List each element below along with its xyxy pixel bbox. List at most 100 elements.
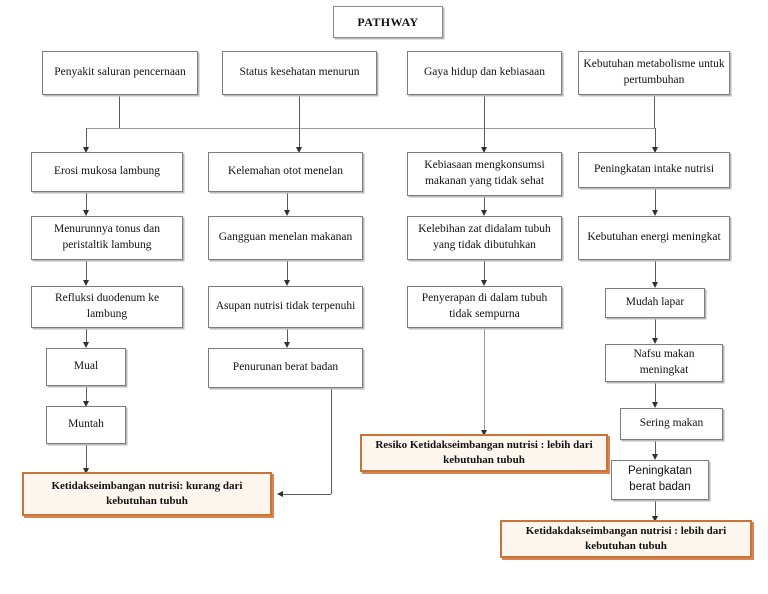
- arrow-c2-4: [283, 342, 290, 348]
- cause-box-penyakit-saluran-pencernaan: Penyakit saluran pencernaan: [42, 51, 198, 95]
- arrow-to-col3: [480, 147, 487, 153]
- connector-cause1-stub: [119, 95, 120, 128]
- node-gangguan-menelan-makanan: Gangguan menelan makanan: [208, 216, 363, 260]
- node-label: Kebiasaan mengkonsumsi makanan yang tida…: [424, 159, 545, 187]
- connector-c3-2-to-c3-3: [484, 260, 485, 282]
- connector-c2-1-to-c2-2: [287, 192, 288, 212]
- diagnosis-label: Resiko Ketidakseimbangan nutrisi : lebih…: [375, 439, 593, 466]
- diagram-title-box: PATHWAY: [333, 6, 443, 38]
- connector-c4-2-to-c4-3: [655, 260, 656, 284]
- node-label: Menurunnya tonus dan peristaltik lambung: [53, 223, 161, 251]
- arrow-to-col1: [82, 147, 89, 153]
- node-nafsu-makan-meningkat: Nafsu makan meningkat: [605, 344, 723, 382]
- node-label: Asupan nutrisi tidak terpenuhi: [215, 300, 356, 313]
- arrow-to-col4: [651, 147, 658, 153]
- node-label: Erosi mukosa lambung: [53, 165, 161, 178]
- arrow-diag1-left: [277, 490, 283, 497]
- node-refluksi-duodenum: Refluksi duodenum ke lambung: [31, 286, 183, 328]
- connector-cause4-stub: [654, 95, 655, 128]
- arrow-c4-3: [651, 282, 658, 288]
- cause-box-status-kesehatan-menurun: Status kesehatan menurun: [222, 51, 377, 95]
- node-muntah: Muntah: [46, 406, 126, 444]
- cause-label: Status kesehatan menurun: [239, 66, 360, 79]
- connector-c3-3-to-diag2: [484, 328, 485, 432]
- connector-c4-5-to-c4-6: [655, 440, 656, 456]
- arrow-c2-2: [283, 210, 290, 216]
- connector-bus-drop-col4: [655, 128, 656, 149]
- connector-c4-3-to-c4-4: [655, 318, 656, 340]
- connector-c4-4-to-c4-5: [655, 382, 656, 404]
- node-label: Peningkatan berat badan: [628, 465, 692, 493]
- node-sering-makan: Sering makan: [620, 408, 723, 440]
- arrow-c1-2: [82, 210, 89, 216]
- connector-c4-6-to-diag3: [655, 500, 656, 518]
- node-penyerapan-tidak-sempurna: Penyerapan di dalam tubuh tidak sempurna: [407, 286, 562, 328]
- node-label: Gangguan menelan makanan: [218, 231, 353, 244]
- diagnosis-label: Ketidakdakseimbangan nutrisi : lebih dar…: [525, 525, 727, 552]
- diagram-title-label: PATHWAY: [357, 14, 419, 29]
- arrow-c1-5: [82, 401, 89, 407]
- connector-cause3-stub: [484, 95, 485, 128]
- connector-c1-2-to-c1-3: [86, 260, 87, 282]
- arrow-c3-3: [480, 280, 487, 286]
- connector-bus-drop-col2: [299, 128, 300, 149]
- connector-c4-1-to-c4-2: [655, 188, 656, 212]
- node-kebutuhan-energi-meningkat: Kebutuhan energi meningkat: [578, 216, 730, 260]
- node-label: Nafsu makan meningkat: [633, 348, 695, 376]
- diagnosis-box-resiko-lebih-dari-kebutuhan: Resiko Ketidakseimbangan nutrisi : lebih…: [360, 434, 608, 472]
- arrow-c4-5: [651, 402, 658, 408]
- connector-bus-drop-col1: [86, 128, 87, 149]
- arrow-c1-4: [82, 342, 89, 348]
- diagnosis-label: Ketidakseimbangan nutrisi: kurang dari k…: [51, 480, 243, 507]
- cause-label: Gaya hidup dan kebiasaan: [423, 66, 546, 79]
- connector-c3-1-to-c3-2: [484, 196, 485, 212]
- node-label: Kebutuhan energi meningkat: [587, 231, 721, 244]
- node-label: Refluksi duodenum ke lambung: [54, 292, 160, 320]
- node-label: Mudah lapar: [625, 296, 685, 309]
- node-label: Penyerapan di dalam tubuh tidak sempurna: [421, 292, 548, 320]
- arrow-c3-2: [480, 210, 487, 216]
- connector-bus-horizontal: [86, 128, 655, 129]
- node-penurunan-berat-badan: Penurunan berat badan: [208, 348, 363, 388]
- connector-c1-4-to-c1-5: [86, 386, 87, 403]
- cause-box-gaya-hidup-dan-kebiasaan: Gaya hidup dan kebiasaan: [407, 51, 562, 95]
- cause-box-kebutuhan-metabolisme: Kebutuhan metabolisme untuk pertumbuhan: [578, 51, 730, 95]
- connector-c1-5-to-diag1: [86, 444, 87, 470]
- cause-label: Penyakit saluran pencernaan: [54, 66, 186, 79]
- node-label: Sering makan: [639, 417, 704, 430]
- cause-label: Kebutuhan metabolisme untuk pertumbuhan: [583, 58, 725, 86]
- arrow-c4-6: [651, 454, 658, 460]
- node-peningkatan-intake-nutrisi: Peningkatan intake nutrisi: [578, 152, 730, 188]
- arrow-diag3: [651, 516, 658, 522]
- node-menurunnya-tonus-peristaltik: Menurunnya tonus dan peristaltik lambung: [31, 216, 183, 260]
- arrow-diag1: [82, 468, 89, 474]
- connector-c2-4-to-diag1-vertical: [331, 388, 332, 494]
- connector-cause2-stub: [299, 95, 300, 128]
- connector-c1-3-to-c1-4: [86, 328, 87, 344]
- node-label: Peningkatan intake nutrisi: [593, 163, 715, 176]
- arrow-to-col2: [295, 147, 302, 153]
- node-label: Kelemahan otot menelan: [228, 165, 343, 178]
- arrow-diag2: [480, 430, 487, 436]
- node-kelemahan-otot-menelan: Kelemahan otot menelan: [208, 152, 363, 192]
- node-label: Penurunan berat badan: [232, 361, 339, 374]
- arrow-c2-3: [283, 280, 290, 286]
- node-kelebihan-zat-didalam-tubuh: Kelebihan zat didalam tubuh yang tidak d…: [407, 216, 562, 260]
- node-label: Muntah: [68, 418, 104, 431]
- connector-c1-1-to-c1-2: [86, 192, 87, 212]
- arrow-c1-3: [82, 280, 89, 286]
- diagnosis-box-lebih-dari-kebutuhan: Ketidakdakseimbangan nutrisi : lebih dar…: [500, 520, 752, 558]
- node-mual: Mual: [46, 348, 126, 386]
- diagnosis-box-kurang-dari-kebutuhan: Ketidakseimbangan nutrisi: kurang dari k…: [22, 472, 272, 516]
- connector-c2-2-to-c2-3: [287, 260, 288, 282]
- node-erosi-mukosa-lambung: Erosi mukosa lambung: [31, 152, 183, 192]
- connector-c2-3-to-c2-4: [287, 328, 288, 344]
- node-mudah-lapar: Mudah lapar: [605, 288, 705, 318]
- arrow-c4-4: [651, 338, 658, 344]
- node-kebiasaan-mengkonsumsi-makanan: Kebiasaan mengkonsumsi makanan yang tida…: [407, 152, 562, 196]
- node-peningkatan-berat-badan: Peningkatan berat badan: [611, 460, 709, 500]
- node-asupan-nutrisi-tidak-terpenuhi: Asupan nutrisi tidak terpenuhi: [208, 286, 363, 328]
- arrow-c4-2: [651, 210, 658, 216]
- node-label: Mual: [73, 360, 99, 373]
